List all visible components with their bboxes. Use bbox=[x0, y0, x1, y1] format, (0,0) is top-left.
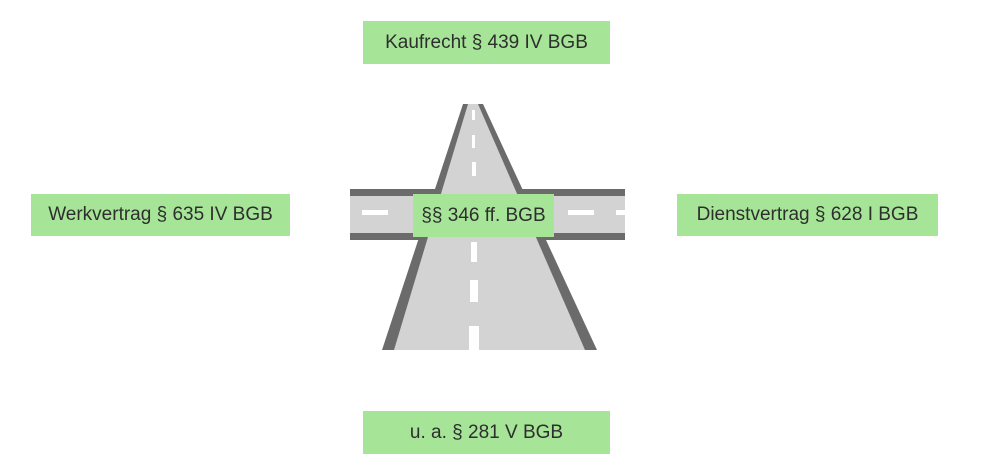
cross-road-marking bbox=[362, 210, 388, 215]
label-dienstvertrag: Dienstvertrag § 628 I BGB bbox=[677, 194, 938, 236]
label-kaufrecht: Kaufrecht § 439 IV BGB bbox=[363, 21, 610, 64]
cross-road-marking bbox=[568, 210, 594, 215]
main-road-marking bbox=[469, 326, 479, 350]
main-road-marking bbox=[471, 242, 477, 262]
main-road-marking bbox=[472, 110, 475, 120]
cross-road-marking bbox=[616, 210, 625, 215]
label-schadensersatz: u. a. § 281 V BGB bbox=[363, 411, 610, 454]
main-road-marking bbox=[470, 280, 478, 302]
main-road-marking bbox=[472, 135, 475, 148]
label-ruecktritt: §§ 346 ff. BGB bbox=[413, 194, 554, 237]
main-road-marking bbox=[472, 162, 476, 176]
label-werkvertrag: Werkvertrag § 635 IV BGB bbox=[31, 194, 290, 236]
